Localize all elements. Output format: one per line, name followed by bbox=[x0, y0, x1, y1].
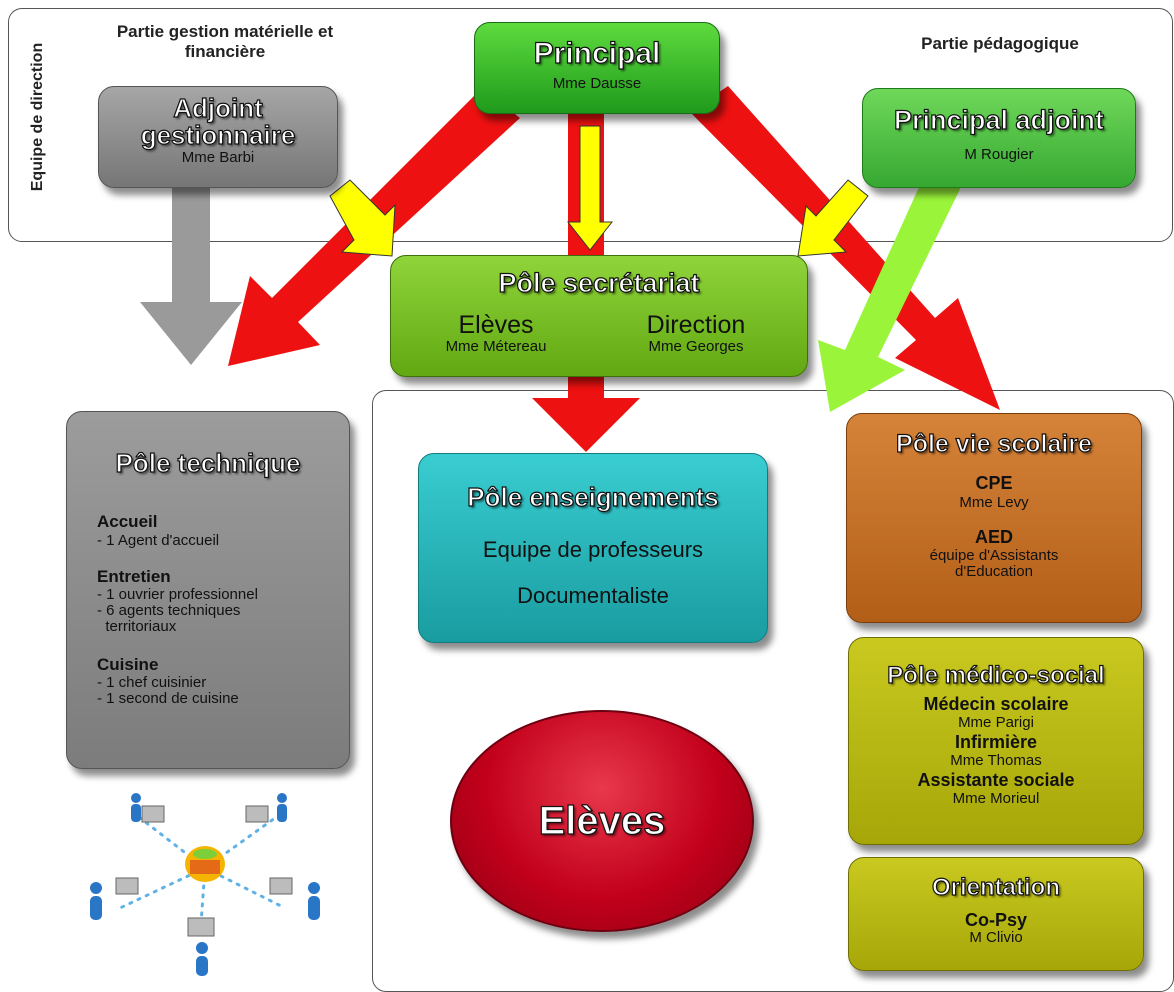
section-item: - 1 Agent d'accueil bbox=[97, 532, 220, 549]
enseignements-line1: Equipe de professeurs bbox=[482, 537, 704, 562]
cpe-name: Mme Levy bbox=[959, 494, 1029, 511]
orientation-name: M Clivio bbox=[969, 929, 1023, 946]
principal-adjoint-title: Principal adjoint bbox=[893, 104, 1105, 135]
cpe-label: CPE bbox=[975, 473, 1013, 493]
red-arrow-down bbox=[532, 376, 640, 452]
section-heading: Cuisine bbox=[97, 655, 159, 674]
header-left: Partie gestion matérielle et financière bbox=[116, 22, 334, 61]
principal-title: Principal bbox=[533, 36, 661, 70]
aed-desc1: équipe d'Assistants bbox=[929, 547, 1059, 564]
technique-title: Pôle technique bbox=[115, 447, 301, 478]
section-item: - 1 second de cuisine bbox=[97, 690, 239, 707]
medico-role: Assistante sociale bbox=[917, 770, 1075, 790]
vie-scolaire-box: Pôle vie scolaire CPE Mme Levy AED équip… bbox=[846, 413, 1142, 623]
secretariat-left: Elèves Mme Métereau bbox=[421, 312, 571, 355]
gray-arrow bbox=[140, 185, 242, 365]
section-item: territoriaux bbox=[97, 618, 177, 635]
orientation-title: Orientation bbox=[931, 873, 1060, 901]
secretariat-left-name: Mme Métereau bbox=[445, 338, 547, 355]
section-heading: Accueil bbox=[97, 512, 158, 531]
principal-adjoint-box: Principal adjoint M Rougier bbox=[862, 88, 1136, 188]
secretariat-right: Direction Mme Georges bbox=[621, 312, 771, 355]
medico-name: Mme Thomas bbox=[950, 752, 1042, 769]
medico-role: Médecin scolaire bbox=[923, 694, 1069, 714]
yellow-arrow-center bbox=[566, 125, 614, 251]
adjoint-gestionnaire-box: Adjoint gestionnaire Mme Barbi bbox=[98, 86, 338, 188]
section-item: - 1 chef cuisinier bbox=[97, 674, 207, 691]
adjoint-gestionnaire-name: Mme Barbi bbox=[181, 149, 255, 166]
medico-role: Infirmière bbox=[954, 732, 1038, 752]
network-illustration-icon bbox=[90, 793, 320, 976]
red-arrow-right bbox=[690, 86, 1000, 410]
section-accueil: Accueil - 1 Agent d'accueil bbox=[97, 512, 337, 549]
secretariat-right-name: Mme Georges bbox=[648, 338, 744, 355]
adjoint-gestionnaire-title: Adjoint gestionnaire bbox=[140, 93, 296, 150]
technique-sections: Accueil - 1 Agent d'accueil Entretien - … bbox=[97, 512, 337, 707]
principal-box: Principal Mme Dausse bbox=[474, 22, 720, 114]
enseignements-line2: Documentaliste bbox=[517, 583, 669, 608]
orientation-box: Orientation Co-Psy M Clivio bbox=[848, 857, 1144, 971]
eleves-ellipse: Elèves bbox=[450, 710, 754, 932]
enseignements-title: Pôle enseignements bbox=[467, 481, 720, 512]
eleves-label: Elèves bbox=[538, 798, 666, 843]
medico-name: Mme Parigi bbox=[958, 714, 1034, 731]
header-right: Partie pédagogique bbox=[921, 34, 1079, 53]
secretariat-left-label: Elèves bbox=[458, 311, 534, 339]
secretariat-title: Pôle secrétariat bbox=[498, 267, 700, 298]
yellow-arrow-right bbox=[797, 179, 869, 257]
section-item: - 1 ouvrier professionnel bbox=[97, 586, 258, 603]
medico-name: Mme Morieul bbox=[952, 790, 1040, 807]
vie-scolaire-title: Pôle vie scolaire bbox=[895, 429, 1092, 458]
medico-social-title: Pôle médico-social bbox=[887, 661, 1106, 689]
section-entretien: Entretien - 1 ouvrier professionnel - 6 … bbox=[97, 567, 337, 635]
technique-box: Pôle technique Accueil - 1 Agent d'accue… bbox=[66, 411, 350, 769]
aed-desc2: d'Education bbox=[955, 563, 1033, 580]
secretariat-box: Pôle secrétariat Elèves Mme Métereau Dir… bbox=[390, 255, 808, 377]
section-item: - 6 agents techniques bbox=[97, 602, 241, 619]
aed-label: AED bbox=[974, 527, 1013, 547]
green-arrow bbox=[818, 185, 962, 412]
section-heading: Entretien bbox=[97, 567, 171, 586]
yellow-arrow-left bbox=[329, 179, 396, 257]
enseignements-box: Pôle enseignements Equipe de professeurs… bbox=[418, 453, 768, 643]
principal-adjoint-name: M Rougier bbox=[964, 146, 1034, 163]
secretariat-right-label: Direction bbox=[646, 311, 746, 339]
principal-name: Mme Dausse bbox=[552, 75, 642, 92]
orientation-role: Co-Psy bbox=[964, 910, 1027, 930]
section-cuisine: Cuisine - 1 chef cuisinier - 1 second de… bbox=[97, 655, 337, 707]
medico-social-box: Pôle médico-social Médecin scolaire Mme … bbox=[848, 637, 1144, 845]
